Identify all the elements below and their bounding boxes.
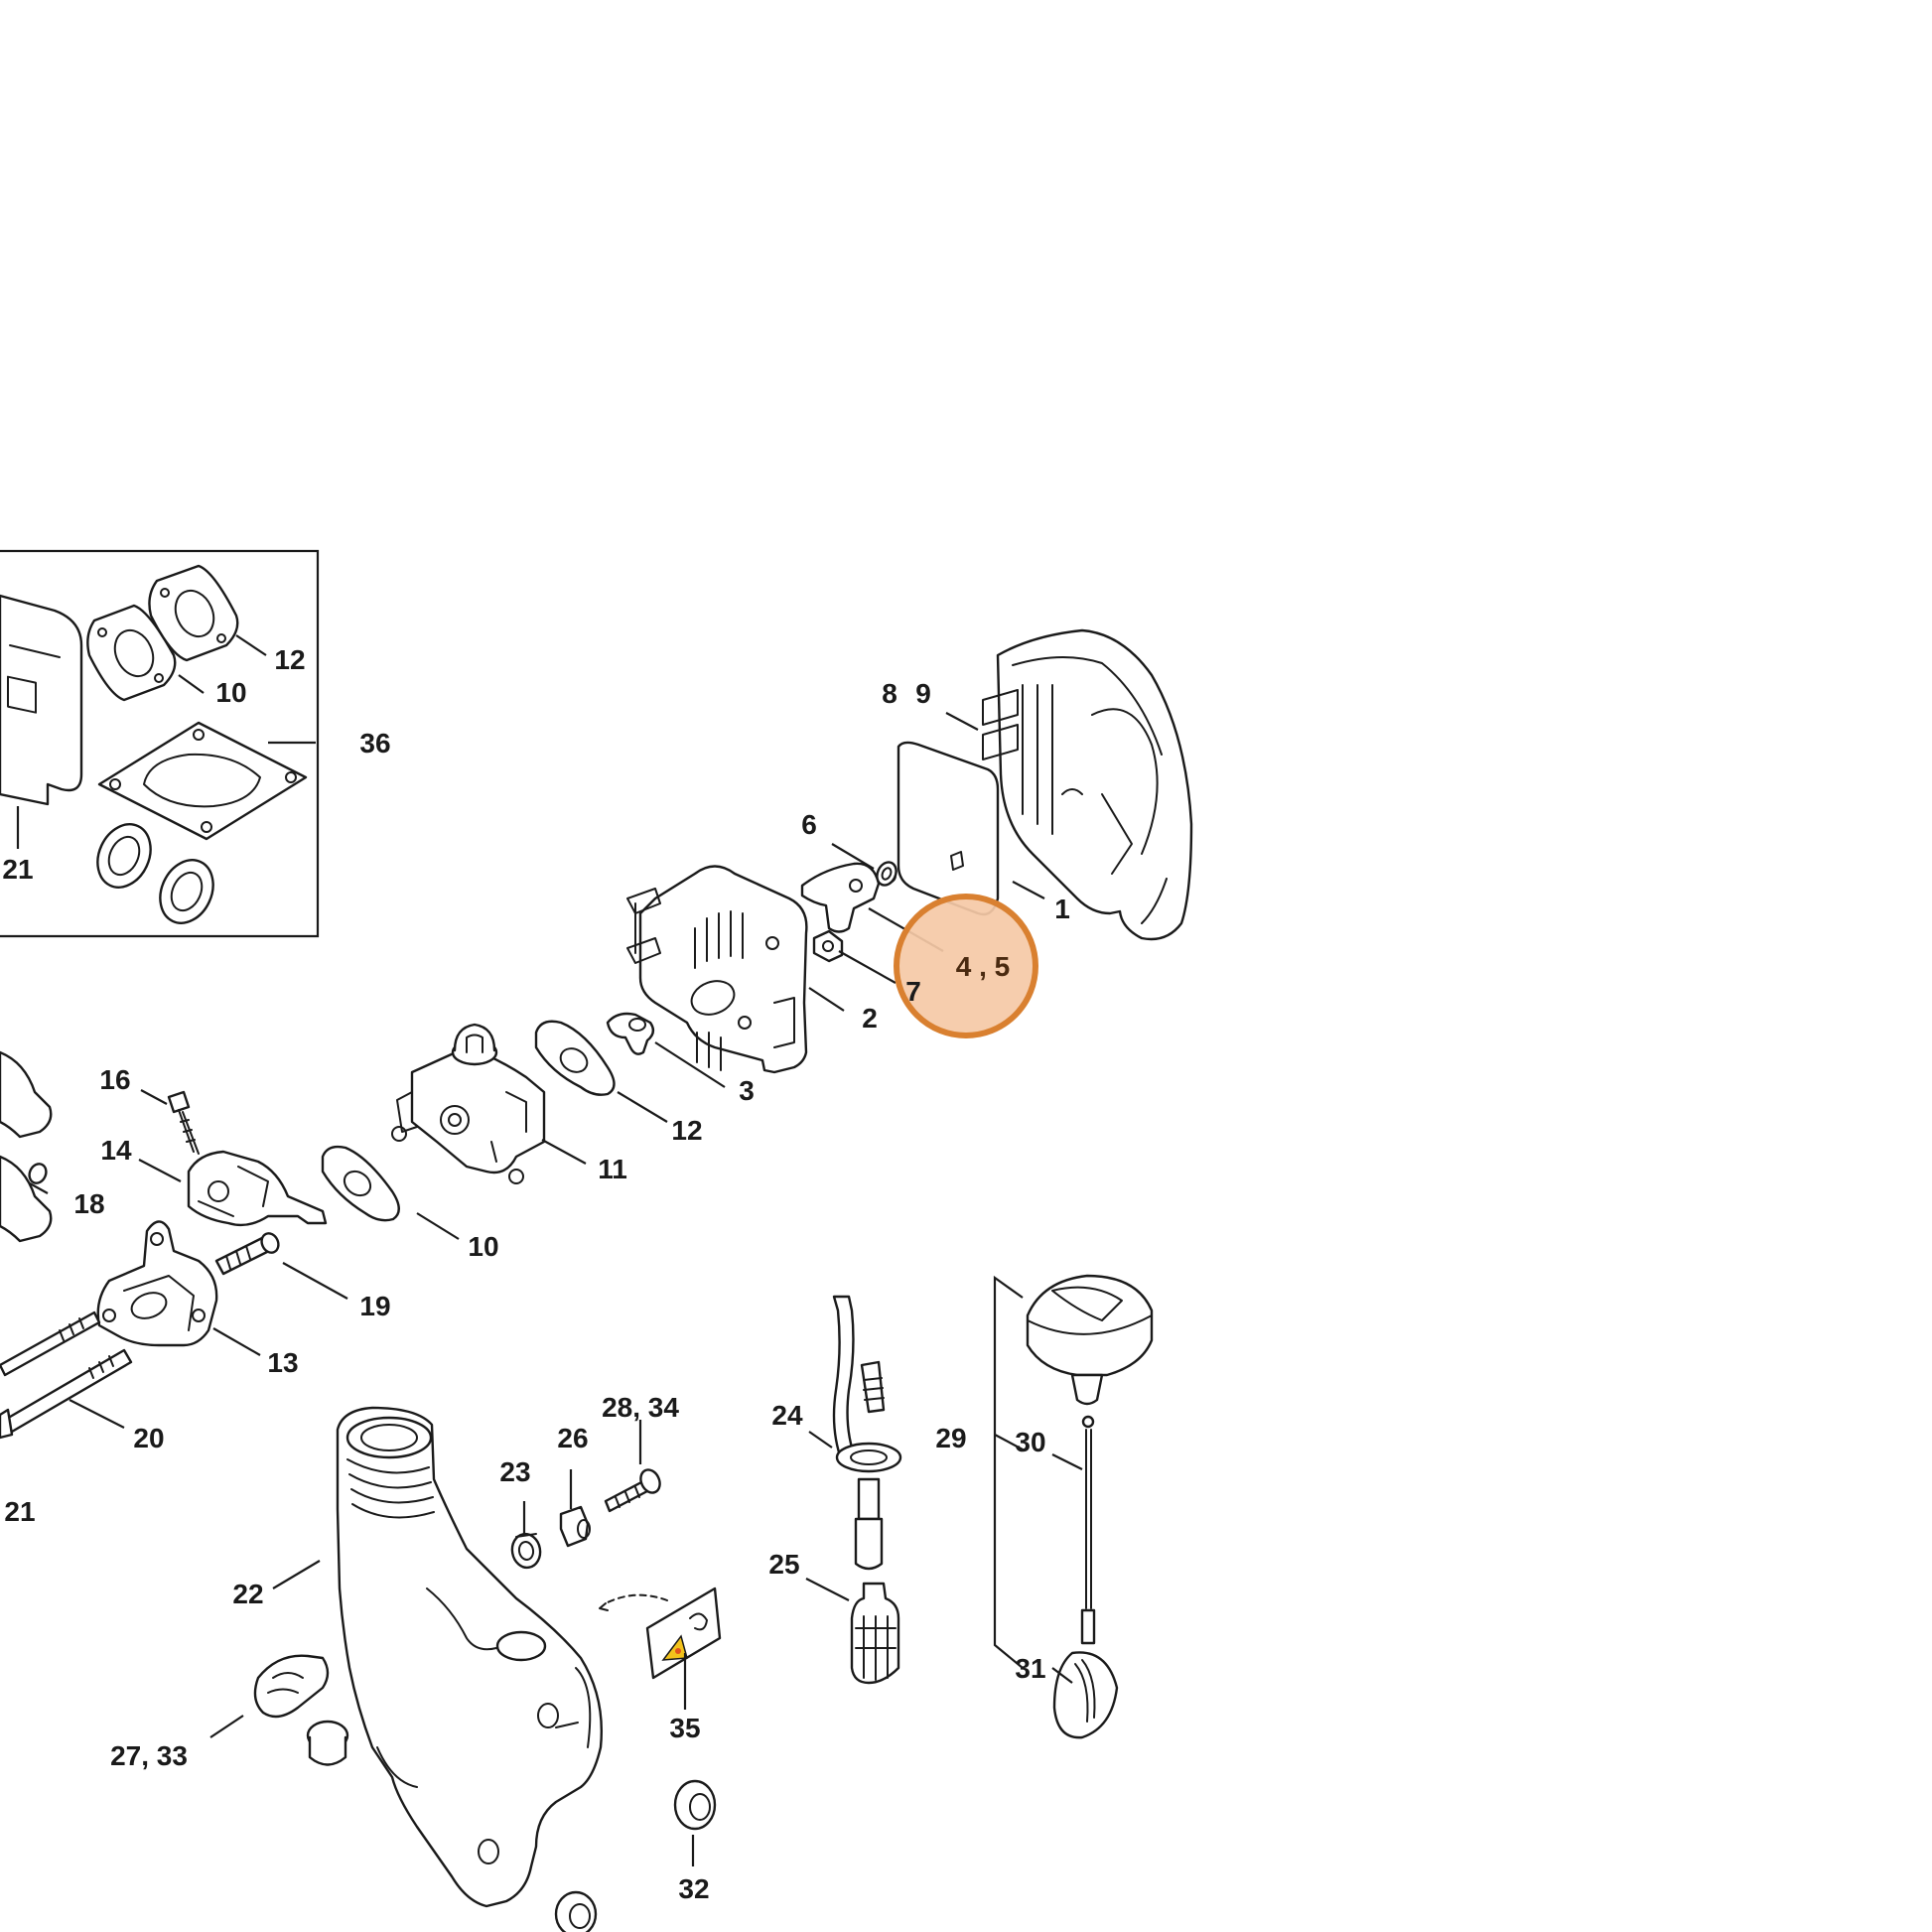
washer-18 — [28, 1163, 48, 1184]
fuel-pump-cap — [253, 1654, 330, 1719]
callout-11[interactable]: 11 — [598, 1154, 627, 1184]
callout-3[interactable]: 3 — [739, 1075, 755, 1106]
manifold-flange — [96, 1220, 218, 1347]
edge-part-lower — [0, 1155, 53, 1243]
grommet-bottom — [554, 1890, 598, 1932]
callout-numbers: 1 2 3 6 7 8 9 10 10 11 12 12 13 14 16 18… — [2, 644, 1069, 1904]
callout-10[interactable]: 10 — [468, 1231, 498, 1262]
throttle-adapter — [187, 1150, 328, 1227]
callout-28-34[interactable]: 28, 34 — [602, 1392, 679, 1423]
callout-13[interactable]: 13 — [267, 1347, 298, 1378]
screw-19 — [214, 1232, 280, 1276]
washer-6 — [876, 861, 897, 887]
plug-27-33 — [306, 1720, 349, 1766]
seal-ring-2 — [159, 859, 214, 924]
callout-25[interactable]: 25 — [768, 1549, 799, 1580]
callout-12-box[interactable]: 12 — [274, 644, 305, 675]
callout-9[interactable]: 9 — [915, 678, 931, 709]
highlight-marker[interactable]: 4 , 5 — [894, 894, 1038, 1038]
grommet-32 — [673, 1779, 717, 1831]
intake-elbow — [606, 1012, 655, 1055]
warning-label — [599, 1587, 722, 1680]
callout-30[interactable]: 30 — [1015, 1427, 1045, 1457]
long-screw-upper — [0, 1311, 101, 1377]
callout-22[interactable]: 22 — [232, 1579, 263, 1609]
callout-21[interactable]: 21 — [4, 1496, 35, 1527]
callout-12[interactable]: 12 — [671, 1115, 702, 1146]
callout-14[interactable]: 14 — [100, 1135, 132, 1166]
gasket-12-small — [148, 564, 239, 662]
cap-retainer — [1052, 1415, 1119, 1739]
muffler-plate — [0, 594, 83, 806]
nut-7 — [812, 929, 844, 963]
gasket-kit-box — [0, 549, 320, 938]
callout-7[interactable]: 7 — [905, 976, 921, 1007]
carburetor — [391, 1023, 546, 1184]
callout-6[interactable]: 6 — [801, 809, 817, 840]
callout-26[interactable]: 26 — [557, 1423, 588, 1453]
callout-8[interactable]: 8 — [882, 678, 897, 709]
callout-29[interactable]: 29 — [935, 1423, 966, 1453]
callout-19[interactable]: 19 — [359, 1291, 390, 1321]
screw-28-34 — [604, 1468, 661, 1513]
bracket-29 — [993, 1275, 1024, 1669]
callout-20[interactable]: 20 — [133, 1423, 164, 1453]
grommet-23 — [510, 1532, 542, 1570]
callout-27-33[interactable]: 27, 33 — [110, 1740, 188, 1771]
cylinder-gasket — [97, 721, 308, 841]
long-screw-lower — [0, 1348, 133, 1440]
callout-24[interactable]: 24 — [771, 1400, 803, 1431]
callout-23[interactable]: 23 — [499, 1456, 530, 1487]
gasket-12 — [534, 1020, 616, 1096]
carburetor-carrier — [626, 865, 808, 1074]
vent-valve-26 — [559, 1505, 591, 1548]
fuel-filter — [850, 1582, 900, 1685]
air-filter — [897, 741, 1000, 916]
callout-2[interactable]: 2 — [862, 1003, 878, 1034]
callout-36[interactable]: 36 — [359, 728, 390, 759]
callout-1[interactable]: 1 — [1054, 894, 1070, 924]
leader-lines — [16, 634, 1083, 1866]
callout-21-box[interactable]: 21 — [2, 854, 33, 885]
fuel-hose — [832, 1295, 902, 1571]
edge-part-upper — [0, 1050, 53, 1139]
seal-ring-1 — [96, 823, 152, 889]
callout-4-5[interactable]: 4 , 5 — [956, 951, 1010, 982]
callout-18[interactable]: 18 — [73, 1188, 104, 1219]
callout-31[interactable]: 31 — [1015, 1653, 1045, 1684]
screw-16 — [167, 1090, 200, 1155]
air-filter-cover — [982, 628, 1193, 941]
fuel-tank — [336, 1406, 603, 1908]
callout-10-box[interactable]: 10 — [215, 677, 246, 708]
callout-16[interactable]: 16 — [99, 1064, 130, 1095]
callout-35[interactable]: 35 — [669, 1713, 700, 1743]
tank-cap — [1026, 1274, 1154, 1406]
gasket-10-small — [86, 604, 177, 702]
gasket-10 — [321, 1145, 400, 1222]
callout-32[interactable]: 32 — [678, 1873, 709, 1904]
